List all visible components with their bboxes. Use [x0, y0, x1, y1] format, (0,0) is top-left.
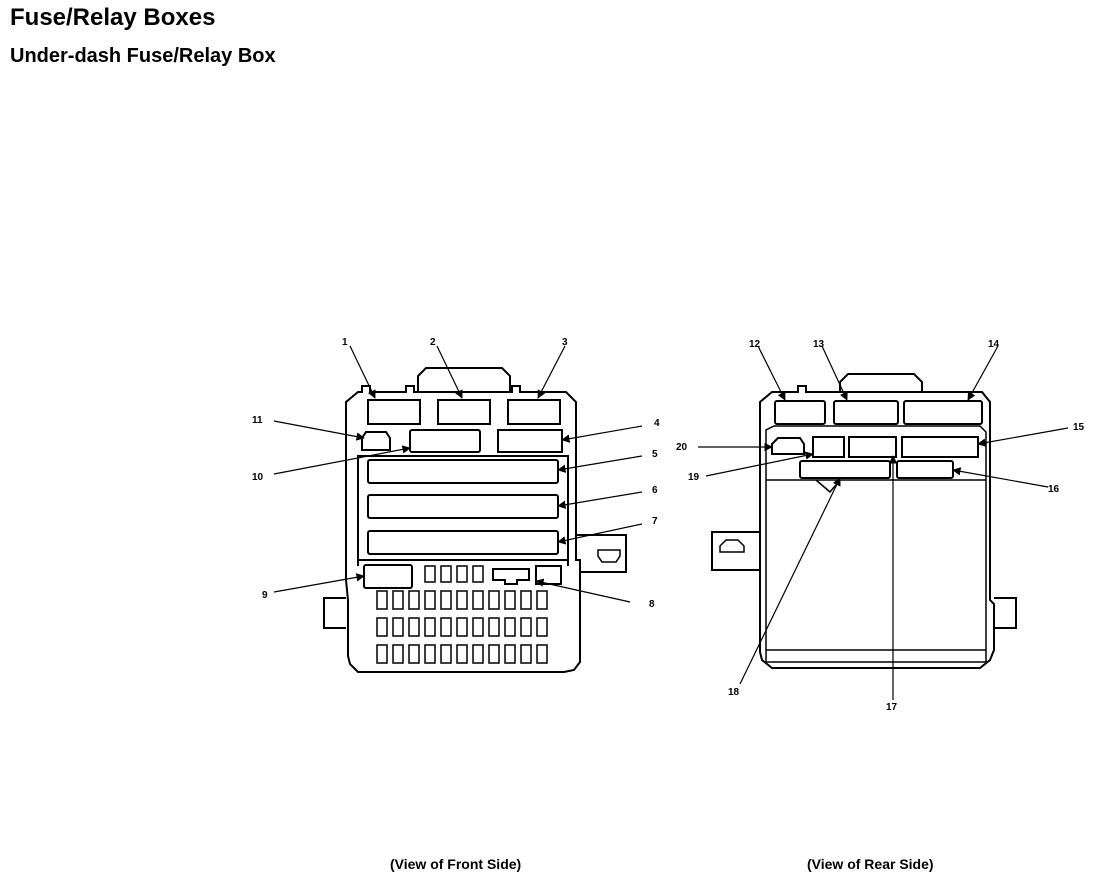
- callout-5: 5: [652, 449, 658, 460]
- page-title: Fuse/Relay Boxes: [10, 4, 216, 31]
- rear-box-outline: [759, 385, 995, 669]
- rear-left-bracket: [711, 531, 760, 571]
- connector-15: [901, 436, 979, 458]
- callout-2: 2: [430, 337, 436, 348]
- slot-12: [774, 400, 826, 425]
- connector-18: [799, 460, 891, 479]
- callout-1: 1: [342, 337, 348, 348]
- connector-20: [771, 437, 805, 455]
- callout-11: 11: [252, 415, 263, 426]
- callout-17: 17: [886, 702, 898, 713]
- connector-19: [812, 436, 845, 458]
- front-top-tab: [417, 367, 511, 392]
- front-box-outline: [345, 385, 581, 673]
- connector-11: [361, 431, 391, 451]
- front-leader-lines: [273, 345, 643, 603]
- fuse-grid: [376, 590, 548, 664]
- connector-6: [367, 494, 559, 519]
- caption-rear-view: (View of Rear Side): [807, 856, 934, 872]
- rear-right-tab: [994, 597, 1017, 629]
- connector-17: [848, 436, 897, 458]
- callout-18: 18: [728, 687, 740, 698]
- callout-6: 6: [652, 485, 658, 496]
- rear-bracket-slot: [719, 539, 745, 553]
- connector-10: [409, 429, 481, 453]
- slot-2: [437, 399, 491, 425]
- rear-leader-lines: [698, 345, 1069, 700]
- mini-fuse-row-top: [424, 565, 484, 583]
- front-bracket-slot: [597, 549, 621, 563]
- connector-9: [363, 564, 413, 589]
- slot-1: [367, 399, 421, 425]
- slot-14: [903, 400, 983, 425]
- rear-view: [711, 373, 1017, 669]
- front-left-tab: [323, 597, 346, 629]
- callout-labels: 1 2 3 4 5 6 7 8 9 10 11 12 13 14 15 16 1…: [252, 337, 1085, 713]
- callout-20: 20: [676, 442, 688, 453]
- callout-16: 16: [1048, 484, 1060, 495]
- callout-8: 8: [649, 599, 655, 610]
- callout-13: 13: [813, 339, 825, 350]
- page-subtitle: Under-dash Fuse/Relay Box: [10, 45, 276, 67]
- callout-3: 3: [562, 337, 568, 348]
- connector-8: [492, 568, 530, 585]
- front-inner-panel: [357, 455, 569, 561]
- callout-14: 14: [988, 339, 1000, 350]
- callout-10: 10: [252, 472, 264, 483]
- slot-13: [833, 400, 899, 425]
- connector-5: [367, 459, 559, 484]
- slot-3: [507, 399, 561, 425]
- front-view: [323, 367, 627, 673]
- callout-12: 12: [749, 339, 761, 350]
- callout-19: 19: [688, 472, 700, 483]
- callout-4: 4: [654, 418, 660, 429]
- rear-top-tab: [839, 373, 923, 392]
- caption-front-view: (View of Front Side): [390, 856, 522, 872]
- callout-9: 9: [262, 590, 268, 601]
- connector-4: [497, 429, 563, 453]
- connector-16: [896, 460, 954, 479]
- rear-inner-frame: [765, 425, 987, 663]
- callout-15: 15: [1073, 422, 1085, 433]
- front-right-bracket: [576, 534, 627, 573]
- connector-7: [367, 530, 559, 555]
- callout-7: 7: [652, 516, 658, 527]
